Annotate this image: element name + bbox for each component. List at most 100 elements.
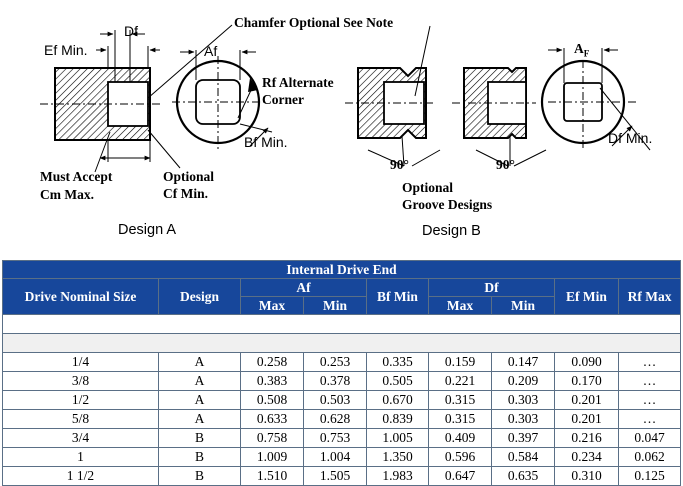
- table-cell: 0.670: [366, 390, 429, 410]
- table-cell: 1/2: [2, 390, 159, 410]
- table-cell: B: [158, 428, 241, 448]
- table-cell: …: [617, 371, 682, 391]
- angle-left-label: 90°: [390, 157, 409, 172]
- table-cell: 0.170: [554, 371, 619, 391]
- spacer-row: [1, 333, 682, 353]
- table-cell: 1: [2, 447, 159, 467]
- af-b-label: AF: [574, 42, 589, 59]
- table-cell: …: [617, 409, 682, 429]
- table-cell: 0.303: [491, 409, 555, 429]
- table-cell: 0.201: [554, 409, 619, 429]
- af-b-letter: A: [574, 41, 584, 56]
- table-cell: 0.221: [428, 371, 492, 391]
- header-df-min: Min: [491, 296, 555, 315]
- table-cell: 0.253: [303, 352, 367, 372]
- table-cell: A: [158, 371, 241, 391]
- table-cell: 0.383: [240, 371, 304, 391]
- optional-cf-label: Optional: [163, 169, 215, 184]
- design-a-end-view: [172, 49, 273, 150]
- table-cell: 0.503: [303, 390, 367, 410]
- table-cell: 0.315: [428, 390, 492, 410]
- table-cell: 0.335: [366, 352, 429, 372]
- design-a-caption: Design A: [118, 222, 177, 238]
- table-title: Internal Drive End: [1, 260, 682, 279]
- table-cell: 0.647: [428, 466, 492, 486]
- table-cell: 0.258: [240, 352, 304, 372]
- table-cell: 0.062: [617, 447, 682, 467]
- table-cell: 0.378: [303, 371, 367, 391]
- table-cell: 1.005: [366, 428, 429, 448]
- design-b-section-2: [452, 67, 547, 167]
- header-drive: Drive Nominal Size: [2, 278, 159, 315]
- table-cell: 0.508: [240, 390, 304, 410]
- table-cell: 0.090: [554, 352, 619, 372]
- rf-corner-label: Corner: [262, 92, 304, 107]
- table-cell: 0.216: [554, 428, 619, 448]
- table-cell: 1.510: [240, 466, 304, 486]
- df-min-label: Df Min.: [608, 130, 653, 146]
- internal-drive-end-table: Internal Drive End Drive Nominal Size De…: [1, 260, 682, 486]
- ef-min-label: Ef Min.: [44, 42, 88, 58]
- table-cell: 1.009: [240, 447, 304, 467]
- table-cell: 0.303: [491, 390, 555, 410]
- table-cell: 0.234: [554, 447, 619, 467]
- angle-right-label: 90°: [496, 157, 515, 172]
- header-bf: Bf Min: [366, 278, 429, 315]
- technical-diagram: Df Ef Min. Chamfer Optional See Note Af …: [40, 15, 653, 239]
- groove-designs-label: Groove Designs: [402, 197, 493, 212]
- header-af: Af: [240, 278, 367, 297]
- df-label: Df: [124, 23, 138, 39]
- table-cell: 0.125: [617, 466, 682, 486]
- table-cell: …: [617, 352, 682, 372]
- design-b-section-1: [345, 25, 441, 167]
- table-cell: 3/4: [2, 428, 159, 448]
- table-cell: 0.758: [240, 428, 304, 448]
- table-cell: A: [158, 352, 241, 372]
- table-cell: 0.397: [491, 428, 555, 448]
- table-cell: 0.584: [491, 447, 555, 467]
- header-af-max: Max: [240, 296, 304, 315]
- header-design: Design: [158, 278, 241, 315]
- chamfer-note-label: Chamfer Optional See Note: [234, 15, 394, 30]
- af-b-subscript: F: [583, 48, 590, 59]
- table-cell: 1 1/2: [2, 466, 159, 486]
- table-cell: 0.635: [491, 466, 555, 486]
- table-cell: A: [158, 390, 241, 410]
- design-a-section: [40, 24, 233, 173]
- table-cell: 0.753: [303, 428, 367, 448]
- table-cell: 0.633: [240, 409, 304, 429]
- header-df-max: Max: [428, 296, 492, 315]
- table-cell: 1.350: [366, 447, 429, 467]
- design-b-end-view: [540, 47, 651, 151]
- table-cell: 0.839: [366, 409, 429, 429]
- design-b-caption: Design B: [422, 223, 481, 239]
- table-cell: B: [158, 447, 241, 467]
- header-df: Df: [428, 278, 555, 297]
- table-cell: 0.409: [428, 428, 492, 448]
- rf-alternate-label: Rf Alternate: [262, 75, 334, 90]
- table-cell: 1.505: [303, 466, 367, 486]
- table-cell: …: [617, 390, 682, 410]
- optional-groove-label: Optional: [402, 180, 454, 195]
- header-ef: Ef Min: [554, 278, 619, 315]
- table-cell: 0.628: [303, 409, 367, 429]
- diagram-graphics: [40, 24, 651, 173]
- table-cell: 0.315: [428, 409, 492, 429]
- table-cell: 0.159: [428, 352, 492, 372]
- table-cell: 0.201: [554, 390, 619, 410]
- table-title-row: Internal Drive End: [1, 260, 682, 279]
- spacer-row: [1, 314, 682, 334]
- table-cell: B: [158, 466, 241, 486]
- header-row: Drive Nominal Size Design Af Bf Min Df E…: [2, 278, 682, 315]
- bf-min-label: Bf Min.: [244, 134, 288, 150]
- table-cell: 0.209: [491, 371, 555, 391]
- af-label: Af: [204, 43, 218, 59]
